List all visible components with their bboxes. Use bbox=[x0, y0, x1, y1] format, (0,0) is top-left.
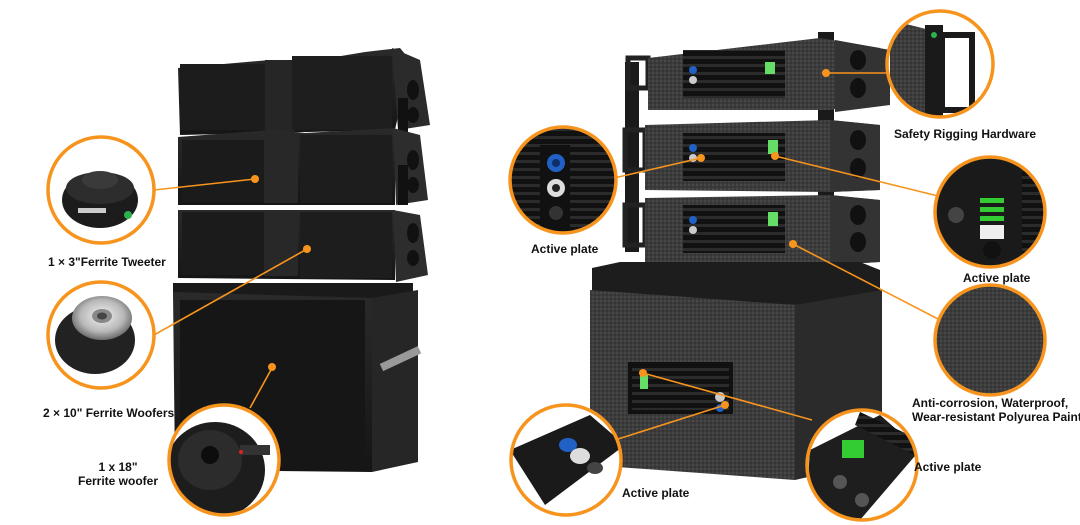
subwoofer-label: 1 x 18" Ferrite woofer bbox=[68, 460, 168, 488]
active-cabinet-bottom bbox=[622, 195, 880, 265]
tweeter-detail-circle bbox=[46, 135, 156, 245]
tweeter-marker-dot bbox=[251, 175, 259, 183]
woofers-label: 2 × 10" Ferrite Woofers bbox=[43, 406, 175, 420]
subwoofer-label-line1: 1 x 18" bbox=[98, 460, 138, 474]
tweeter-label: 1 × 3"Ferrite Tweeter bbox=[48, 255, 166, 269]
rigging-detail-circle bbox=[885, 9, 995, 119]
line-array-cabinet-middle bbox=[178, 128, 428, 205]
right-leader-lines bbox=[613, 72, 941, 441]
dsp-plate-marker-dot bbox=[771, 152, 779, 160]
sub-power-plate-detail-circle bbox=[509, 403, 623, 517]
sub-dsp-plate-detail-circle bbox=[805, 408, 919, 522]
paint-texture-detail-circle bbox=[933, 283, 1047, 397]
sub-dsp-plate-label: Active plate bbox=[914, 460, 982, 474]
dsp-plate-detail-circle bbox=[933, 155, 1047, 269]
subwoofer-label-line2: Ferrite woofer bbox=[77, 474, 158, 488]
sub-power-marker-dot bbox=[721, 401, 729, 409]
paint-label-line2: Wear-resistant Polyurea Paint bbox=[912, 410, 1080, 424]
active-cabinet-top bbox=[625, 38, 890, 112]
left-leader-lines bbox=[153, 178, 308, 409]
subwoofer-detail-circle bbox=[167, 403, 281, 517]
woofer-marker-dot bbox=[303, 245, 311, 253]
right-speaker-stack bbox=[590, 32, 941, 480]
power-plate-label: Active plate bbox=[531, 242, 599, 256]
left-speaker-stack bbox=[153, 48, 430, 472]
sub-dsp-marker-dot bbox=[639, 369, 647, 377]
dsp-plate-label: Active plate bbox=[963, 271, 1031, 285]
power-plate-marker-dot bbox=[697, 154, 705, 162]
paint-marker-dot bbox=[789, 240, 797, 248]
paint-label: Anti-corrosion, Waterproof, Wear-resista… bbox=[912, 396, 1080, 424]
power-plate-detail-circle bbox=[508, 125, 618, 235]
rigging-marker-dot bbox=[822, 69, 830, 77]
active-cabinet-middle bbox=[622, 120, 880, 192]
woofer-detail-circle bbox=[46, 280, 156, 390]
line-array-cabinet-top bbox=[178, 48, 430, 138]
rigging-label: Safety Rigging Hardware bbox=[894, 127, 1037, 141]
sub-marker-dot bbox=[268, 363, 276, 371]
sub-power-plate-label: Active plate bbox=[622, 486, 690, 500]
line-array-cabinet-bottom bbox=[178, 210, 428, 282]
paint-label-line1: Anti-corrosion, Waterproof, bbox=[912, 396, 1069, 410]
